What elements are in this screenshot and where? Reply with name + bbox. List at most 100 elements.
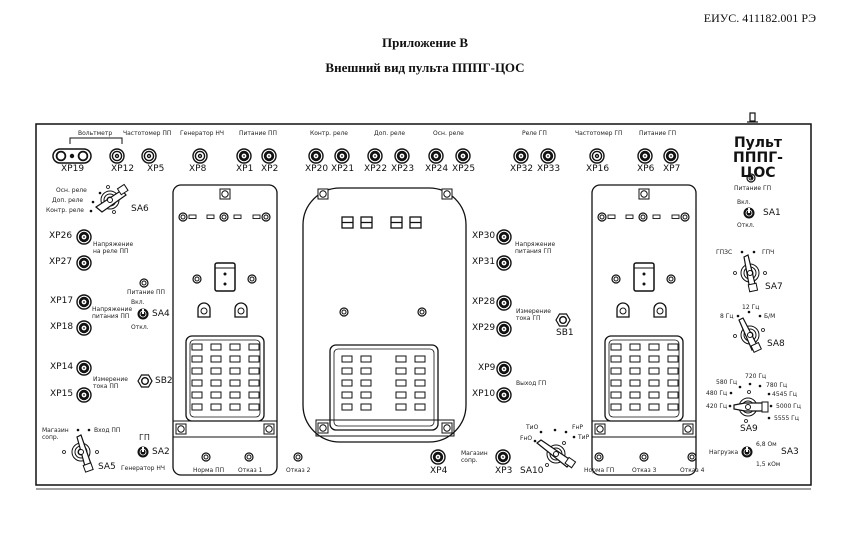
left-module	[172, 184, 278, 476]
indicator-cell	[360, 379, 372, 387]
sa9-label: SA9	[740, 424, 758, 434]
xp33-jack	[540, 148, 556, 164]
indicator-cell	[210, 343, 222, 351]
power-pp-lamp	[139, 278, 149, 288]
indicator-cell	[341, 403, 353, 411]
sa10-pos-fno: FнО	[520, 435, 533, 442]
indicator-cell	[360, 391, 372, 399]
indicator-cell	[229, 367, 241, 375]
fail1-label: Отказ 1	[238, 467, 263, 474]
indicator-cell	[360, 355, 372, 363]
xp2-label: XP2	[261, 164, 279, 174]
indicator-cell	[648, 391, 660, 399]
xp10-label: XP10	[472, 389, 496, 399]
indicator-cell	[667, 343, 679, 351]
indicator-cell	[414, 403, 426, 411]
xp20-label: XP20	[305, 164, 329, 174]
gen-nch-label: Генератор НЧ	[180, 130, 224, 137]
indicator-cell	[667, 391, 679, 399]
xp9-jack	[496, 361, 512, 377]
sa6-rotary-switch	[89, 183, 129, 214]
xp17-jack	[76, 294, 92, 310]
xp15-jack	[76, 387, 92, 403]
indicator-cell	[414, 391, 426, 399]
indicator-cell	[360, 403, 372, 411]
sa10-label: SA10	[520, 466, 544, 476]
xp26-jack	[76, 229, 92, 245]
xp22-jack	[367, 148, 383, 164]
sa8-rotary-switch	[733, 310, 765, 353]
indicator-cell	[229, 379, 241, 387]
norm-pp-lamp	[201, 452, 211, 462]
indicator-cell	[248, 367, 260, 375]
sa3-toggle	[741, 446, 753, 458]
indicator-cell	[610, 379, 622, 387]
indicator-cell	[341, 367, 353, 375]
xp21-label: XP21	[331, 164, 355, 174]
xp16-label: XP16	[586, 164, 610, 174]
indicator-cell	[360, 367, 372, 375]
xp19-connector	[52, 148, 92, 164]
sa9-pos-5000: 5000 Гц	[776, 403, 801, 410]
sa8-pos-12hz: 12 Гц	[742, 304, 760, 311]
sa1-toggle	[743, 207, 755, 219]
xp22-label: XP22	[364, 164, 388, 174]
xp28-label: XP28	[472, 297, 496, 307]
sa9-rotary-switch	[728, 382, 773, 423]
indicator-cell	[395, 367, 407, 375]
sa3-bottom-label: 1,5 кОм	[756, 461, 781, 468]
xp5-jack	[141, 148, 157, 164]
power-pp-label: Питание ПП	[239, 130, 278, 137]
sa7-pos-gpch: ГПЧ	[762, 249, 775, 256]
panel-name-line1: Пульт	[733, 135, 783, 151]
sa10-rotary-switch	[533, 428, 577, 469]
xp8-label: XP8	[189, 164, 207, 174]
indicator-cell	[210, 403, 222, 411]
indicator-cell	[248, 379, 260, 387]
power-pp-lamp-label: Питание ПП	[127, 289, 166, 296]
xp29-label: XP29	[472, 323, 496, 333]
freq-pp-label: Частотомер ПП	[123, 130, 172, 137]
indicator-cell	[229, 391, 241, 399]
xp18-label: XP18	[50, 322, 74, 332]
indicator-cell	[210, 379, 222, 387]
xp27-label: XP27	[49, 257, 73, 267]
xp30-label: XP30	[472, 231, 496, 241]
sa5-label: SA5	[98, 462, 116, 472]
fail2-lamp	[293, 452, 303, 462]
sa4-off-label: Откл.	[131, 324, 149, 331]
indicator-cell	[248, 391, 260, 399]
xp24-label: XP24	[425, 164, 449, 174]
sa9-pos-5555: 5555 Гц	[774, 415, 799, 422]
xp12-jack	[109, 148, 125, 164]
xp18-jack	[76, 320, 92, 336]
indicator-cell	[629, 391, 641, 399]
sa5-rotary-switch	[62, 428, 99, 473]
xp24-jack	[428, 148, 444, 164]
fail2-label: Отказ 2	[286, 467, 311, 474]
norm-pp-label: Норма ПП	[193, 467, 225, 474]
xp23-jack	[394, 148, 410, 164]
xp3-label: XP3	[495, 466, 513, 476]
sa2-label: SA2	[152, 447, 170, 457]
sa9-pos-720: 720 Гц	[745, 373, 767, 380]
xp4-label: XP4	[430, 466, 448, 476]
fail3-lamp	[639, 452, 649, 462]
indicator-cell	[629, 343, 641, 351]
indicator-cell	[629, 355, 641, 363]
sa4-label: SA4	[152, 309, 170, 319]
sa9-pos-780: 780 Гц	[766, 382, 788, 389]
indicator-cell	[414, 355, 426, 363]
indicator-cell	[191, 379, 203, 387]
indicator-cell	[248, 343, 260, 351]
indicator-cell	[610, 355, 622, 363]
sb1-label: SB1	[556, 328, 574, 338]
sb1-button	[555, 313, 571, 327]
xp9-label: XP9	[478, 363, 496, 373]
indicator-cell	[248, 403, 260, 411]
sa7-label: SA7	[765, 282, 783, 292]
indicator-cell	[341, 391, 353, 399]
